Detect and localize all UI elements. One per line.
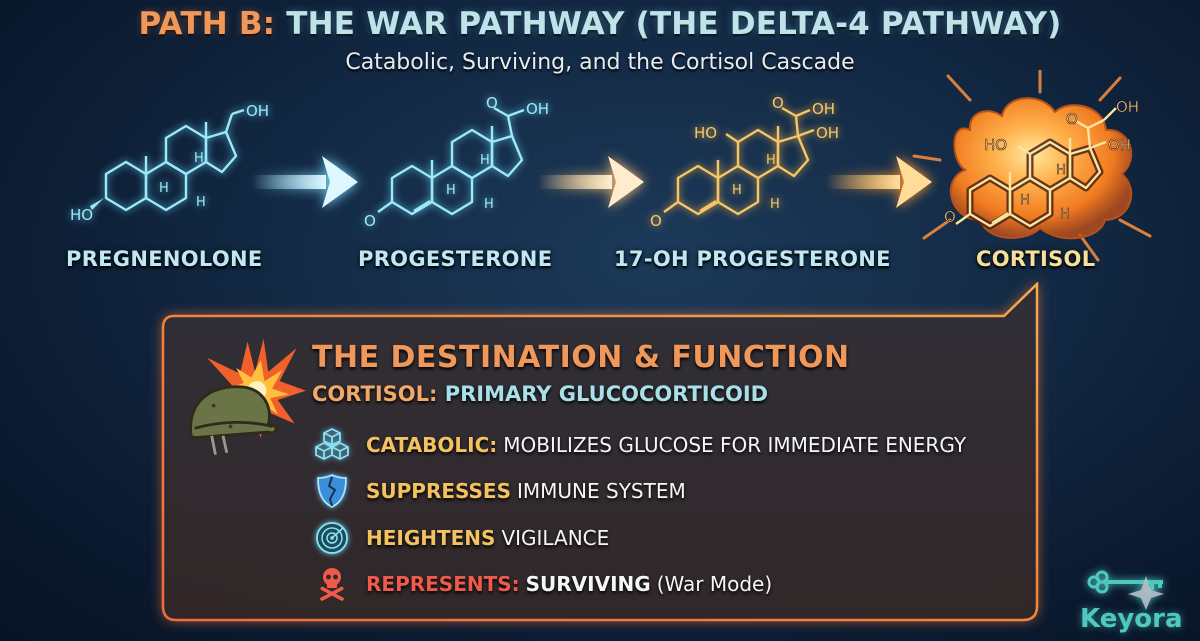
keyora-key-icon [1084,570,1184,636]
cortisol-label: CORTISOL [976,247,1096,271]
bullet-catabolic: CATABOLIC: MOBILIZES GLUCOSE FOR IMMEDIA… [312,428,966,462]
svg-text:H: H [480,153,490,168]
svg-text:OH: OH [526,100,549,118]
svg-text:O: O [486,94,498,112]
svg-text:OH: OH [1108,136,1131,154]
bullet-value: SURVIVING [525,572,651,596]
svg-text:O: O [1066,110,1078,128]
bullet-value: VIGILANCE [501,526,610,550]
arrow-2-icon [538,156,646,212]
svg-text:H: H [196,195,206,210]
panel-subtitle-value: PRIMARY GLUCOCORTICOID [444,382,769,406]
bullet-suppresses: SUPPRESSES IMMUNE SYSTEM [312,473,686,509]
keyora-logo-text: Keyora [1080,604,1183,634]
page-subtitle: Catabolic, Surviving, and the Cortisol C… [345,50,855,75]
arrow-3-icon [826,156,934,212]
svg-text:OH: OH [816,124,839,142]
bullet-key: HEIGHTENS [366,526,496,550]
bullet-value: IMMUNE SYSTEM [517,479,686,503]
svg-text:H: H [1060,207,1070,222]
cubes-icon [312,428,352,462]
svg-text:HO: HO [984,136,1007,154]
radar-icon [312,521,352,555]
bullet-key: CATABOLIC: [366,433,498,457]
title-main: THE WAR PATHWAY (THE DELTA-4 PATHWAY) [286,6,1062,42]
svg-text:H: H [770,197,780,212]
svg-text:OH: OH [246,102,269,120]
svg-text:H: H [446,183,456,198]
arrow-1-icon [252,156,360,212]
svg-text:H: H [1056,163,1066,178]
panel-subtitle-key: CORTISOL: [312,382,438,406]
helmet-explosion-icon [174,334,306,466]
panel-title: THE DESTINATION & FUNCTION [312,340,850,375]
svg-text:H: H [1020,193,1030,208]
17-oh-progesterone-structure-icon: O HO O OH OH H H H [648,94,858,238]
svg-text:H: H [194,151,204,166]
svg-text:H: H [732,183,742,198]
svg-text:H: H [159,181,169,196]
svg-text:HO: HO [70,206,93,224]
svg-text:OH: OH [812,100,835,118]
panel-subtitle: CORTISOL: PRIMARY GLUCOCORTICOID [312,382,768,406]
progesterone-label: PROGESTERONE [358,247,553,271]
title-prefix: PATH B: [138,6,276,42]
svg-text:O: O [944,208,956,226]
pregnenolone-label: PREGNENOLONE [66,247,263,271]
cortisol-explosion-icon: O HO O OH OH H H H [910,68,1170,290]
bullet-value: MOBILIZES GLUCOSE FOR IMMEDIATE ENERGY [503,433,967,457]
bullet-key: REPRESENTS: [366,572,520,596]
bullet-value-extra: (War Mode) [656,572,773,596]
svg-text:HO: HO [694,124,717,142]
svg-text:H: H [484,197,494,212]
svg-text:O: O [364,212,376,230]
progesterone-structure-icon: O O OH H H H [362,94,562,238]
17-oh-progesterone-label: 17-OH PROGESTERONE [614,247,891,271]
bullet-heightens: HEIGHTENS VIGILANCE [312,521,609,555]
skull-crossbones-icon [312,567,352,601]
destination-function-panel [160,282,1042,624]
svg-text:O: O [650,212,662,230]
bullet-represents: REPRESENTS: SURVIVING (War Mode) [312,567,772,601]
broken-shield-icon [312,473,352,509]
bullet-key: SUPPRESSES [366,479,511,503]
svg-text:H: H [766,153,776,168]
pregnenolone-structure-icon: HO OH H H H [62,102,269,240]
svg-text:O: O [772,94,784,112]
svg-text:OH: OH [1116,98,1139,116]
page-title: PATH B: THE WAR PATHWAY (THE DELTA-4 PAT… [0,6,1200,42]
